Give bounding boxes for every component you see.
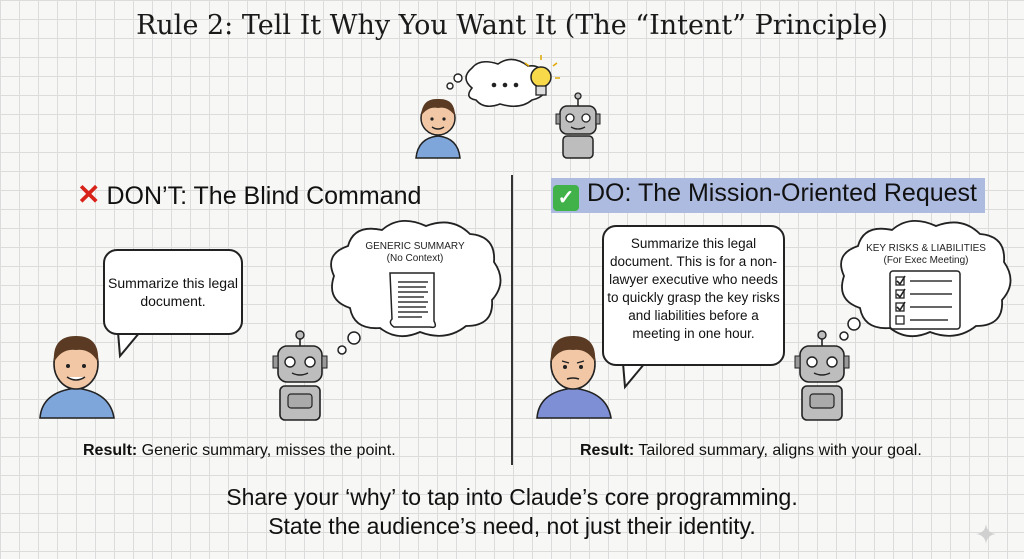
left-person-avatar bbox=[39, 336, 115, 419]
do-heading: ✓ DO: The Mission-Oriented Request bbox=[551, 178, 985, 213]
dont-heading-text: DON’T: The Blind Command bbox=[106, 182, 422, 210]
do-heading-text: DO: The Mission-Oriented Request bbox=[587, 179, 977, 207]
document-scroll-icon bbox=[389, 272, 437, 329]
top-person-avatar bbox=[415, 98, 461, 159]
key-risks-label: KEY RISKS & LIABILITIES bbox=[866, 243, 986, 254]
left-result-text: Generic summary, misses the point. bbox=[137, 442, 396, 459]
top-illustration bbox=[415, 55, 601, 159]
lightbulb-icon bbox=[524, 55, 560, 96]
dont-heading: ✕DON’T: The Blind Command bbox=[77, 178, 421, 211]
right-person-avatar bbox=[536, 336, 612, 419]
checklist-icon bbox=[889, 270, 961, 330]
left-result-label: Result: bbox=[83, 442, 138, 459]
left-robot-avatar bbox=[272, 330, 328, 421]
right-speech-bubble: Summarize this legal document. This is f… bbox=[602, 225, 785, 366]
exec-meeting-label: (For Exec Meeting) bbox=[883, 255, 969, 266]
top-thought-cloud bbox=[446, 58, 547, 108]
cross-mark-icon: ✕ bbox=[77, 179, 101, 210]
left-result: Result: Generic summary, misses the poin… bbox=[83, 442, 396, 460]
left-thought-title: GENERIC SUMMARY(No Context) bbox=[355, 241, 475, 265]
left-speech-bubble: Summarize this legal document. bbox=[103, 249, 243, 335]
right-robot-avatar bbox=[794, 330, 850, 421]
page-title: Rule 2: Tell It Why You Want It (The “In… bbox=[136, 10, 888, 41]
right-thought-title: KEY RISKS & LIABILITIES(For Exec Meeting… bbox=[858, 243, 994, 267]
footer-line-1: Share your ‘why’ to tap into Claude’s co… bbox=[226, 484, 798, 510]
generic-summary-label: GENERIC SUMMARY bbox=[365, 241, 465, 252]
check-mark-icon: ✓ bbox=[553, 185, 579, 211]
sparkle-icon bbox=[976, 524, 996, 544]
panel-divider bbox=[511, 175, 513, 465]
right-result-text: Tailored summary, aligns with your goal. bbox=[634, 442, 922, 459]
right-result-label: Result: bbox=[580, 442, 635, 459]
no-context-label: (No Context) bbox=[386, 253, 444, 264]
top-robot-avatar bbox=[555, 92, 601, 159]
right-result: Result: Tailored summary, aligns with yo… bbox=[580, 442, 922, 460]
footer-line-2: State the audience’s need, not just thei… bbox=[268, 513, 756, 539]
